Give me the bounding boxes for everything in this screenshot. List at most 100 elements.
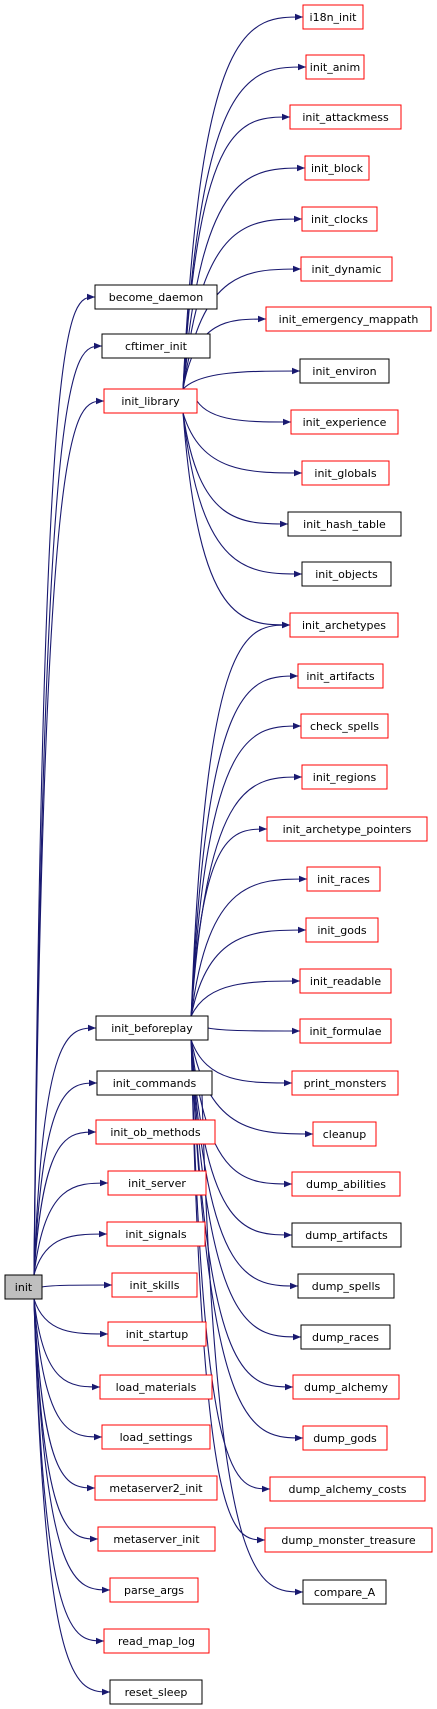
node-box-init_beforeplay[interactable] [95,1015,209,1041]
node-init_anim[interactable]: init_anim [305,54,365,80]
node-box-init_anim[interactable] [305,54,365,80]
node-box-dump_spells[interactable] [297,1273,395,1299]
node-init_gods[interactable]: init_gods [305,917,379,943]
node-box-dump_artifacts[interactable] [291,1222,402,1248]
node-box-init_library[interactable] [103,388,198,414]
node-box-init_skills[interactable] [111,1272,198,1298]
node-box-reset_sleep[interactable] [109,1679,203,1705]
node-box-init_ob_methods[interactable] [95,1119,216,1145]
node-init_experience[interactable]: init_experience [290,409,399,435]
node-box-check_spells[interactable] [300,713,389,739]
node-dump_gods[interactable]: dump_gods [302,1425,388,1451]
node-init_clocks[interactable]: init_clocks [301,206,378,232]
node-box-load_materials[interactable] [99,1374,213,1400]
node-compare_A[interactable]: compare_A [302,1579,387,1605]
node-box-read_map_log[interactable] [103,1628,210,1654]
node-box-init_experience[interactable] [290,409,399,435]
node-init_attackmess[interactable]: init_attackmess [289,104,402,130]
node-init_skills[interactable]: init_skills [111,1272,198,1298]
node-dump_alchemy_costs[interactable]: dump_alchemy_costs [269,1476,426,1502]
node-init_environ[interactable]: init_environ [299,358,390,384]
node-init_races[interactable]: init_races [306,866,381,892]
node-box-dump_alchemy[interactable] [292,1374,400,1400]
node-box-init[interactable] [4,1274,43,1300]
node-box-cftimer_init[interactable] [101,333,211,359]
node-box-compare_A[interactable] [302,1579,387,1605]
node-read_map_log[interactable]: read_map_log [103,1628,210,1654]
node-init_formulae[interactable]: init_formulae [299,1018,392,1044]
node-init_hash_table[interactable]: init_hash_table [287,511,402,537]
node-box-init_archetype_pointers[interactable] [266,816,428,842]
node-box-init_hash_table[interactable] [287,511,402,537]
node-dump_alchemy[interactable]: dump_alchemy [292,1374,400,1400]
node-init_commands[interactable]: init_commands [96,1070,213,1096]
node-box-init_archetypes[interactable] [289,612,399,638]
node-box-init_environ[interactable] [299,358,390,384]
node-box-become_daemon[interactable] [94,284,218,310]
node-box-dump_monster_treasure[interactable] [264,1527,433,1553]
node-dump_races[interactable]: dump_races [300,1324,391,1350]
node-box-dump_gods[interactable] [302,1425,388,1451]
node-box-load_settings[interactable] [101,1424,211,1450]
node-box-init_clocks[interactable] [301,206,378,232]
node-box-metaserver_init[interactable] [97,1526,216,1552]
node-box-metaserver2_init[interactable] [94,1475,218,1501]
node-init[interactable]: init [4,1274,43,1300]
node-dump_abilities[interactable]: dump_abilities [291,1171,401,1197]
node-become_daemon[interactable]: become_daemon [94,284,218,310]
node-init_regions[interactable]: init_regions [301,764,388,790]
node-box-print_monsters[interactable] [291,1070,399,1096]
node-parse_args[interactable]: parse_args [109,1577,199,1603]
node-dump_monster_treasure[interactable]: dump_monster_treasure [264,1527,433,1553]
node-init_library[interactable]: init_library [103,388,198,414]
node-box-init_emergency_mappath[interactable] [265,306,432,332]
node-box-init_races[interactable] [306,866,381,892]
node-box-init_globals[interactable] [301,460,390,486]
node-cftimer_init[interactable]: cftimer_init [101,333,211,359]
node-init_archetype_pointers[interactable]: init_archetype_pointers [266,816,428,842]
node-init_block[interactable]: init_block [304,155,370,181]
node-dump_artifacts[interactable]: dump_artifacts [291,1222,402,1248]
node-box-dump_alchemy_costs[interactable] [269,1476,426,1502]
node-box-cleanup[interactable] [312,1121,377,1147]
node-init_objects[interactable]: init_objects [301,561,392,587]
node-box-init_formulae[interactable] [299,1018,392,1044]
node-print_monsters[interactable]: print_monsters [291,1070,399,1096]
node-init_globals[interactable]: init_globals [301,460,390,486]
node-init_artifacts[interactable]: init_artifacts [297,663,384,689]
node-init_dynamic[interactable]: init_dynamic [300,256,393,282]
node-reset_sleep[interactable]: reset_sleep [109,1679,203,1705]
node-metaserver_init[interactable]: metaserver_init [97,1526,216,1552]
node-box-dump_abilities[interactable] [291,1171,401,1197]
node-init_archetypes[interactable]: init_archetypes [289,612,399,638]
node-box-init_gods[interactable] [305,917,379,943]
node-box-init_signals[interactable] [106,1221,206,1247]
node-metaserver2_init[interactable]: metaserver2_init [94,1475,218,1501]
node-box-init_objects[interactable] [301,561,392,587]
node-load_materials[interactable]: load_materials [99,1374,213,1400]
node-box-dump_races[interactable] [300,1324,391,1350]
node-i18n_init[interactable]: i18n_init [302,4,364,30]
node-box-init_attackmess[interactable] [289,104,402,130]
node-box-init_dynamic[interactable] [300,256,393,282]
node-box-init_regions[interactable] [301,764,388,790]
node-box-init_readable[interactable] [299,968,392,994]
node-box-init_block[interactable] [304,155,370,181]
node-load_settings[interactable]: load_settings [101,1424,211,1450]
node-box-parse_args[interactable] [109,1577,199,1603]
node-init_emergency_mappath[interactable]: init_emergency_mappath [265,306,432,332]
node-init_ob_methods[interactable]: init_ob_methods [95,1119,216,1145]
node-box-init_startup[interactable] [107,1321,207,1347]
node-init_readable[interactable]: init_readable [299,968,392,994]
node-box-init_commands[interactable] [96,1070,213,1096]
node-init_startup[interactable]: init_startup [107,1321,207,1347]
node-init_beforeplay[interactable]: init_beforeplay [95,1015,209,1041]
node-init_signals[interactable]: init_signals [106,1221,206,1247]
node-cleanup[interactable]: cleanup [312,1121,377,1147]
node-box-init_server[interactable] [107,1170,207,1196]
node-box-init_artifacts[interactable] [297,663,384,689]
node-init_server[interactable]: init_server [107,1170,207,1196]
node-dump_spells[interactable]: dump_spells [297,1273,395,1299]
node-box-i18n_init[interactable] [302,4,364,30]
node-check_spells[interactable]: check_spells [300,713,389,739]
